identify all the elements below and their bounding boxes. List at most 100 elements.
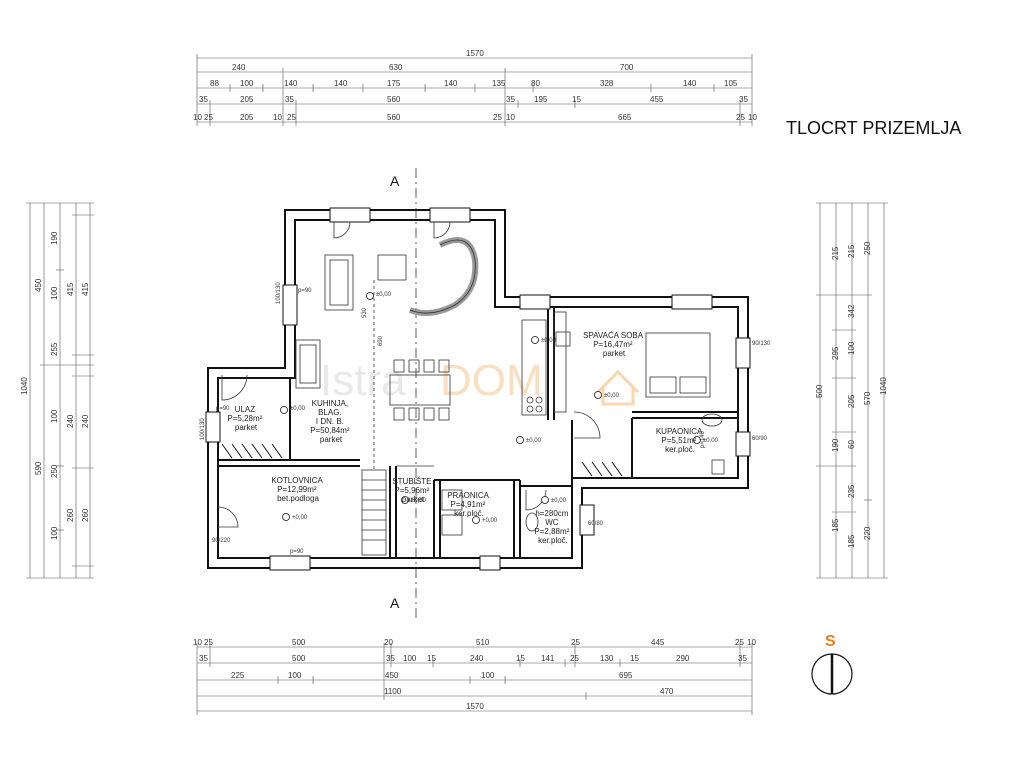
fireplace (295, 339, 321, 389)
room-bathroom: KUPAONICA P=5,51m² ker.ploč. (656, 427, 704, 454)
dim-left-c1: 100 (50, 286, 59, 300)
dim-right-d1: 342 (847, 304, 856, 318)
dim-top-r3-3: 140 (334, 79, 348, 88)
section-label-top: A (390, 173, 400, 189)
north-label: S (825, 633, 836, 650)
dim-left-c3: 100 (50, 409, 59, 423)
opening-label-10: p=90 (216, 406, 230, 412)
dim-top-a: 240 (232, 63, 246, 72)
stair-run (361, 469, 387, 556)
dim-bot-r3-1: 100 (288, 671, 302, 680)
dim-left-e5: 240 (81, 414, 90, 428)
dim-top-r3-5: 140 (444, 79, 458, 88)
bathtub-sink (701, 413, 723, 427)
dim-top-r3-4: 175 (387, 79, 401, 88)
dim-bot-r2-4: 15 (427, 654, 436, 663)
dim-top-r4-0: 35 (199, 95, 208, 104)
room-bedroom: SPAVAĆA SOBA P=16,47m² parket (583, 331, 645, 358)
dim-top-r4-1: 205 (240, 95, 254, 104)
dim-bot-r5-0: 1570 (466, 702, 484, 711)
dim-bot-r1-0: 10 (193, 638, 202, 647)
watermark-house-icon (596, 369, 640, 406)
dim-left-a: 450 (34, 278, 43, 292)
level-laundry: +0,00 (482, 518, 498, 524)
dim-top-r3-1: 100 (240, 79, 254, 88)
room-laundry: PRAONICA P=4,91m² ker.ploč. (447, 491, 491, 518)
doors (217, 221, 601, 528)
level-bath: ±0,00 (703, 438, 719, 444)
level-texts: ±0,00 ±0,00 +0,00 ±0,00 +0,00 ±0,00 ±0,0… (290, 292, 719, 524)
level-boiler: +0,00 (292, 515, 308, 521)
dim-bot-r2-2: 35 (386, 654, 395, 663)
opening-labels: p=90 100/130 90/220 60/80 90/130 100/130… (200, 282, 771, 555)
room-boiler: KOTLOVNICA P=12,99m² bet.podloga (271, 476, 324, 503)
section-label-bottom: A (390, 595, 400, 611)
dim-top-r3-7: 80 (531, 79, 540, 88)
dim-bot-r3-2: 450 (385, 671, 399, 680)
dim-top-r5-3: 10 (273, 113, 282, 122)
top-dimension-texts: 1570 240 630 700 88 100 140 140 175 140 … (193, 49, 757, 122)
level-stairs: ±0,00 (411, 498, 427, 504)
dim-top-r5-6: 25 (493, 113, 502, 122)
opening-label-2: 100/130 (276, 282, 282, 304)
sofa (324, 254, 354, 311)
dim-right-d2: 100 (847, 341, 856, 355)
dim-bot-r2-5: 240 (470, 654, 484, 663)
dim-top-r5-7: 10 (506, 113, 515, 122)
dim-top-c: 700 (620, 63, 634, 72)
dim-top-r4-4: 35 (506, 95, 515, 104)
dim-bot-r1-6: 445 (651, 638, 665, 647)
watermark-istra: Istra (320, 356, 406, 405)
opening-label-9: p=90 (290, 549, 304, 555)
toilet (711, 459, 725, 475)
dim-bot-r1-7: 25 (735, 638, 744, 647)
dim-top-r5-1: 25 (204, 113, 213, 122)
opening-label-11: 530 (362, 307, 368, 318)
level-kitchen: ±0,00 (541, 338, 557, 344)
bottom-dimension-texts: 10 25 500 20 510 25 445 25 10 35 500 35 … (193, 638, 756, 711)
dim-right-d6: 185 (847, 534, 856, 548)
room-kitchen: KUHINJA, BLAG. I DN. B. P=50,84m² parket (310, 399, 352, 444)
dim-top-r4-5: 195 (534, 95, 548, 104)
dim-top-r4-3: 560 (387, 95, 401, 104)
wardrobe (553, 311, 567, 413)
dim-bot-r1-8: 10 (747, 638, 756, 647)
dim-top-b: 630 (389, 63, 403, 72)
dim-bot-r2-10: 15 (630, 654, 639, 663)
opening-label-4: 60/80 (588, 521, 604, 527)
dim-right-d5: 235 (847, 484, 856, 498)
dim-top-r4-2: 35 (285, 95, 294, 104)
dim-top-r4-8: 35 (739, 95, 748, 104)
dim-bot-r4-1: 470 (660, 687, 674, 696)
dim-right-e5: 190 (831, 438, 840, 452)
windows (205, 207, 751, 571)
dim-top-r3-10: 105 (724, 79, 738, 88)
left-dimensions (26, 202, 94, 579)
bed (645, 332, 711, 398)
level-hall: ±0,00 (526, 438, 542, 444)
level-markers (280, 292, 701, 524)
dim-right-d0: 215 (847, 244, 856, 258)
dim-right-d4: 60 (847, 440, 856, 449)
dim-bot-r3-3: 100 (481, 671, 495, 680)
wall-hatching (221, 443, 623, 477)
dim-bot-r1-3: 20 (384, 638, 393, 647)
room-labels: KUHINJA, BLAG. I DN. B. P=50,84m² parket… (227, 331, 704, 545)
dim-left-total: 1040 (20, 377, 29, 395)
dim-left-c2: 255 (50, 342, 59, 356)
dim-top-r5-2: 205 (240, 113, 254, 122)
dim-top-r3-2: 140 (284, 79, 298, 88)
dim-left-c4: 250 (50, 464, 59, 478)
dim-top-r3-9: 140 (683, 79, 697, 88)
level-wc: ±0,00 (551, 498, 567, 504)
kitchen-counter (521, 319, 547, 416)
room-wc: h=280cm WC P=2,88m² ker.ploč. (534, 509, 571, 545)
section-line: A A (390, 168, 417, 620)
opening-label-5: 90/130 (752, 341, 771, 347)
dim-bot-r2-3: 100 (403, 654, 417, 663)
opening-label-3: 90/220 (212, 538, 231, 544)
dim-left-d1: 415 (66, 282, 75, 296)
dim-bot-r2-8: 25 (570, 654, 579, 663)
dim-left-e2: 415 (81, 282, 90, 296)
dim-left-c5: 100 (50, 526, 59, 540)
